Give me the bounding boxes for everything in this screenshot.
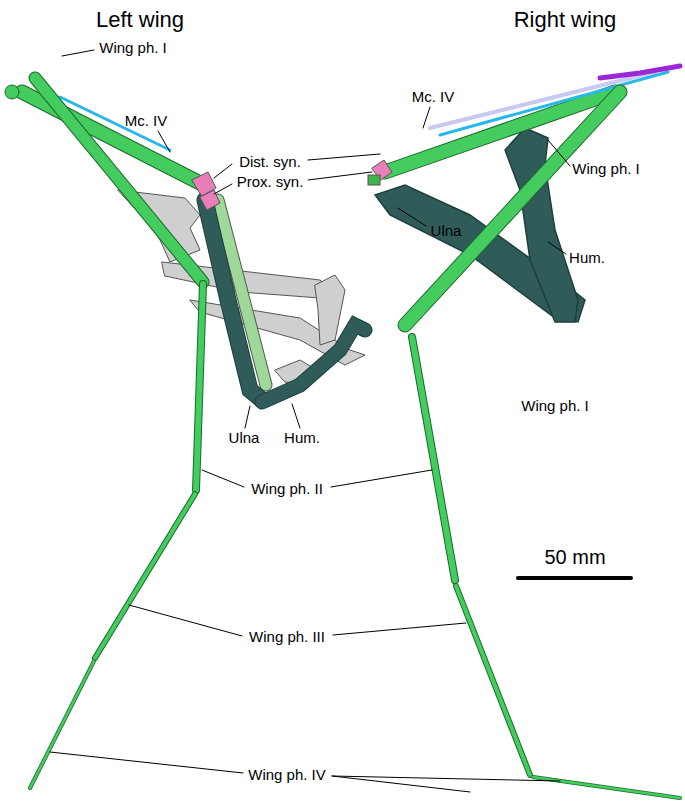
digit-bone <box>440 72 668 135</box>
wing-phalanx <box>405 92 620 325</box>
bone-head <box>5 85 19 99</box>
part-label: Hum. <box>284 430 320 447</box>
humerus-bone <box>262 325 365 402</box>
wing-phalanx <box>95 494 195 658</box>
carpal <box>368 175 380 185</box>
part-label: Ulna <box>229 430 260 447</box>
part-label: Wing ph. I <box>521 398 589 415</box>
part-label: Wing ph. I <box>99 40 167 57</box>
wing-phalanx <box>412 337 455 580</box>
panel-heading: Left wing <box>96 8 184 32</box>
wing-phalanx <box>30 661 94 788</box>
panel-heading: Right wing <box>514 8 617 32</box>
part-label: Wing ph. I <box>572 161 640 178</box>
humerus-bone <box>262 325 365 402</box>
syncarpal <box>200 190 220 210</box>
wing-phalanx <box>30 661 94 788</box>
part-label: Wing ph. III <box>249 629 325 646</box>
wing-phalanx <box>456 586 530 775</box>
wing-phalanx <box>412 337 455 580</box>
leader-lines <box>50 50 570 792</box>
part-label: Prox. syn. <box>237 174 304 191</box>
wing-phalanx <box>35 78 203 282</box>
wing-phalanx <box>533 777 680 798</box>
bone-fragment <box>315 275 345 345</box>
part-label: Hum. <box>569 250 605 267</box>
wing-phalanx <box>196 284 203 490</box>
part-label: Wing ph. II <box>251 481 323 498</box>
scale-bar <box>518 576 631 580</box>
part-label: Ulna <box>431 223 462 240</box>
wing-phalanx <box>196 284 203 490</box>
wing-phalanx <box>405 92 620 325</box>
scale-label: 50 mm <box>544 546 605 568</box>
wing-phalanx <box>95 494 195 658</box>
wing-phalanx <box>533 777 680 798</box>
part-label: Wing ph. IV <box>248 767 326 784</box>
wing-phalanx <box>456 586 530 775</box>
part-label: Mc. IV <box>125 113 168 130</box>
ulna-bone <box>205 200 262 400</box>
part-label: Dist. syn. <box>239 154 301 171</box>
ulna-bone <box>205 200 262 400</box>
part-label: Mc. IV <box>412 89 455 106</box>
wing-phalanx <box>35 78 203 282</box>
digit-bone <box>600 66 680 78</box>
